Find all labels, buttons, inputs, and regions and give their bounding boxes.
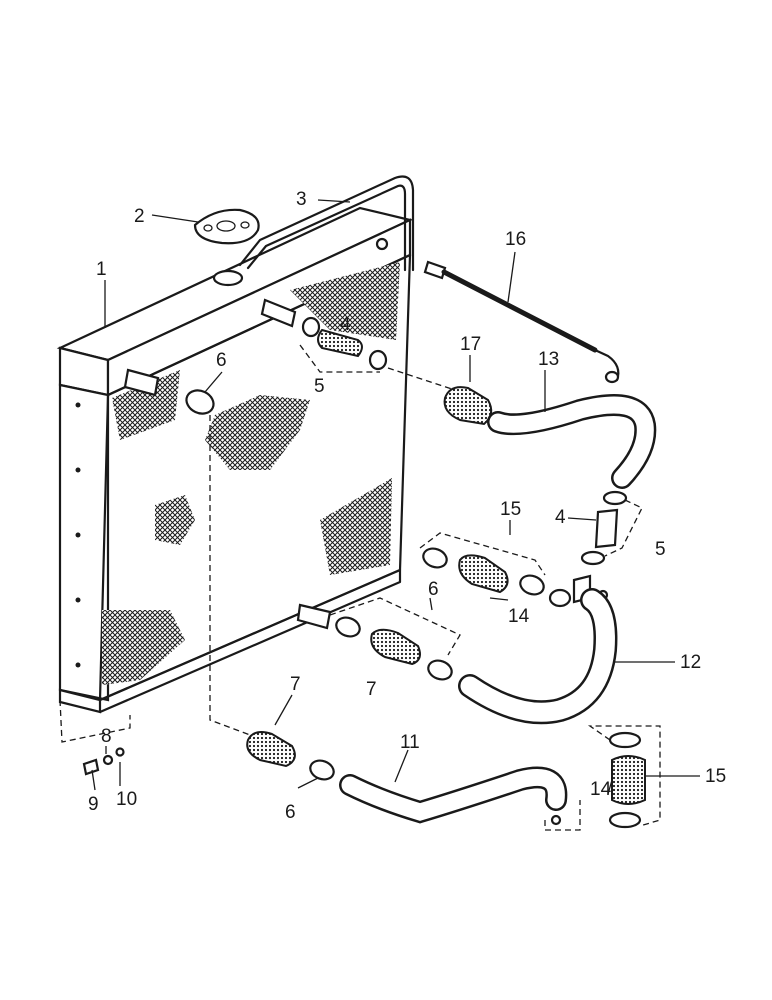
hose-sleeve-7-lower <box>246 731 296 768</box>
lower-clamp-set <box>335 616 453 681</box>
right-hose <box>458 588 618 725</box>
label-part-6-mid: 6 <box>428 579 439 600</box>
upper-clamp-set <box>301 316 388 371</box>
label-part-4-right: 4 <box>555 507 566 528</box>
label-part-5-upper: 5 <box>314 376 325 397</box>
label-part-2: 2 <box>134 206 145 227</box>
label-part-6-upper: 6 <box>216 350 227 371</box>
label-part-14-right: 14 <box>590 779 612 800</box>
label-part-13: 13 <box>538 349 559 370</box>
label-part-15-right: 15 <box>705 766 726 787</box>
label-part-10: 10 <box>116 789 137 810</box>
drain-rod <box>423 260 620 384</box>
label-part-7-lower: 7 <box>290 674 301 695</box>
clamp-ring-bottom <box>309 759 335 781</box>
clamp-ring-upper-left <box>185 389 215 415</box>
label-part-14-mid: 14 <box>508 606 530 627</box>
label-part-3: 3 <box>296 189 307 210</box>
label-part-8: 8 <box>101 726 112 747</box>
label-part-4-upper: 4 <box>340 314 351 335</box>
label-part-5-right: 5 <box>655 539 666 560</box>
label-part-9: 9 <box>88 794 99 815</box>
upper-hose <box>487 394 657 489</box>
fastener-set <box>82 747 125 776</box>
bottom-hose <box>339 766 568 826</box>
mid-clamp-set <box>422 547 572 608</box>
assembly-guides <box>59 344 661 831</box>
part-labels: 1 2 3 4 5 6 16 17 13 15 4 5 14 6 12 7 7 … <box>88 189 726 823</box>
gasket-plate <box>193 208 260 245</box>
radiator-core <box>56 206 414 714</box>
label-part-11: 11 <box>400 732 420 753</box>
label-part-1: 1 <box>96 259 107 280</box>
label-part-7-mid: 7 <box>366 679 377 700</box>
leader-lines <box>91 199 700 795</box>
overflow-pipe <box>238 175 415 272</box>
label-part-12: 12 <box>680 652 701 673</box>
right-clamp-set <box>572 490 628 604</box>
hose-sleeve-17 <box>443 386 493 426</box>
label-part-16: 16 <box>505 229 526 250</box>
label-part-6-lower: 6 <box>285 802 296 823</box>
label-part-17: 17 <box>460 334 481 355</box>
label-part-15-mid: 15 <box>500 499 521 520</box>
right-spare-set <box>608 731 646 829</box>
